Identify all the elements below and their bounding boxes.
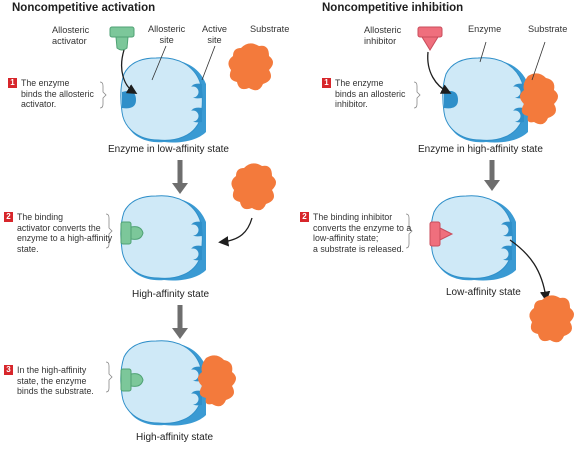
substrate-free-1 xyxy=(228,43,273,91)
activator-bound-2 xyxy=(120,368,144,392)
arrow-substrate-release xyxy=(509,239,551,302)
inhibitor-molecule-free xyxy=(417,26,443,51)
label-substrate-right: Substrate xyxy=(528,24,568,34)
step-text: In the high-affinity state, the enzyme b… xyxy=(17,365,94,397)
enzyme-low-affinity xyxy=(120,57,207,144)
step-1-inhibition: 1 The enzyme binds an allosteric inhibito… xyxy=(322,78,405,110)
label-substrate-left: Substrate xyxy=(250,24,290,34)
label-enzyme: Enzyme xyxy=(468,24,502,34)
step-2-inhibition: 2 The binding inhibitor converts the enzy… xyxy=(300,212,411,254)
caption-high-affinity-1: High-affinity state xyxy=(132,289,210,300)
substrate-released xyxy=(529,295,574,343)
step-text: The binding inhibitor converts the enzym… xyxy=(313,212,412,254)
step-2-activation: 2 The binding activator converts the enzy… xyxy=(4,212,112,254)
step-number: 2 xyxy=(4,212,13,222)
label-allosteric-inhibitor: Allosteric inhibitor xyxy=(364,25,402,46)
enzyme-high-affinity-right xyxy=(442,57,529,144)
step-number: 2 xyxy=(300,212,309,222)
substrate-free-2 xyxy=(231,163,276,211)
step-number: 3 xyxy=(4,365,13,375)
step-text: The enzyme binds the allosteric activato… xyxy=(21,78,94,110)
label-allosteric-activator: Allosteric activator xyxy=(52,25,90,46)
step-text: The enzyme binds an allosteric inhibitor… xyxy=(335,78,406,110)
activator-bound-1 xyxy=(120,221,144,245)
inhibition-title: Noncompetitive inhibition xyxy=(322,2,464,14)
caption-low-affinity-right: Low-affinity state xyxy=(446,287,521,298)
caption-high-affinity-2: High-affinity state xyxy=(136,432,214,443)
substrate-bound-right xyxy=(520,73,558,125)
arrow-activator-binding xyxy=(120,49,138,95)
step-number: 1 xyxy=(322,78,331,88)
caption-low-affinity: Enzyme in low-affinity state xyxy=(108,144,229,155)
activator-molecule-free xyxy=(109,26,135,51)
label-allosteric-site: Allosteric site xyxy=(148,24,186,45)
activation-title: Noncompetitive activation xyxy=(12,2,156,14)
step-3-activation: 3 In the high-affinity state, the enzyme … xyxy=(4,365,94,397)
step-number: 1 xyxy=(8,78,17,88)
inhibitor-bound xyxy=(429,221,454,247)
caption-high-affinity-right: Enzyme in high-affinity state xyxy=(418,144,543,155)
step-1-activation: 1 The enzyme binds the allosteric activat… xyxy=(8,78,94,110)
arrow-inhibitor-binding xyxy=(427,51,452,94)
arrow-substrate-binding xyxy=(218,217,253,247)
substrate-bound-left xyxy=(198,355,236,407)
label-active-site: Active site xyxy=(202,24,228,45)
step-text: The binding activator converts the enzym… xyxy=(17,212,113,254)
